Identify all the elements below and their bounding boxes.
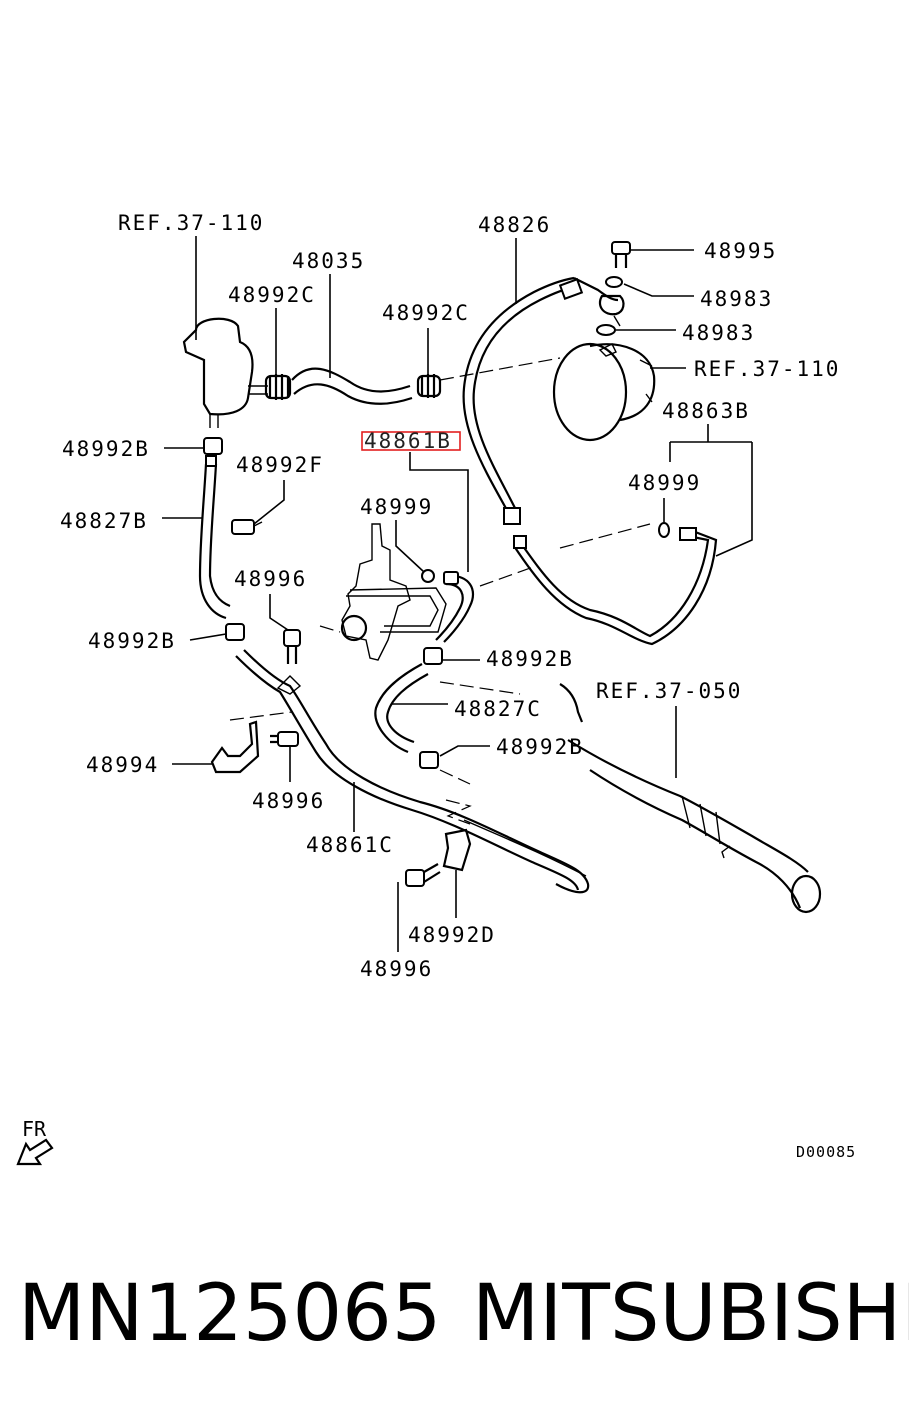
hose-48827b	[198, 455, 231, 620]
hose-48827c	[374, 663, 521, 754]
label-48035: 48035	[292, 249, 365, 273]
bolt-48996-bottom	[405, 863, 441, 887]
label-48992c-left: 48992C	[228, 283, 316, 307]
label-48996-bottom: 48996	[360, 957, 433, 981]
leader-lines	[162, 236, 753, 952]
label-48861c: 48861C	[306, 833, 394, 857]
front-label: FR	[22, 1117, 47, 1141]
oil-pump	[552, 342, 656, 442]
label-48983-a: 48983	[700, 287, 773, 311]
label-48826: 48826	[478, 213, 551, 237]
callouts: REF.37-110 48035 48992C 48992C 48826 489…	[60, 211, 840, 981]
clamp-48992c-right	[416, 374, 442, 398]
union-fitting	[598, 294, 625, 327]
reservoir-tank	[182, 317, 268, 428]
tube-48861c-clip	[276, 675, 302, 695]
label-48994: 48994	[86, 753, 159, 777]
washer-48983-a	[605, 276, 623, 288]
tube-48863b	[513, 523, 718, 646]
bolt-48995	[611, 241, 631, 268]
clamp-48992b-mid-right	[423, 647, 443, 665]
footer-brand: MITSUBISHI	[472, 1269, 909, 1359]
washer-48983-b	[596, 324, 616, 336]
clamp-48992b-lower	[419, 751, 471, 785]
label-48992f: 48992F	[236, 453, 324, 477]
front-arrow-icon	[16, 1138, 54, 1166]
label-48999-right: 48999	[628, 471, 701, 495]
label-48992c-right: 48992C	[382, 301, 470, 325]
label-48995: 48995	[704, 239, 777, 263]
steering-rack	[559, 683, 822, 914]
label-48999-mid: 48999	[360, 495, 433, 519]
oring-48999-right	[658, 522, 670, 538]
gear-box	[319, 523, 447, 661]
clip-48992d	[442, 828, 472, 872]
hose-48826	[462, 276, 619, 525]
clamp-48992b-top	[203, 437, 223, 455]
bracket-48994	[210, 711, 293, 774]
clamp-48992f	[231, 519, 263, 535]
label-ref-37-050: REF.37-050	[596, 679, 742, 703]
label-48861b: 48861B	[364, 429, 452, 453]
hose-48035	[291, 357, 561, 405]
tube-48861b	[435, 565, 537, 643]
clamp-48992c-left	[264, 374, 292, 400]
label-48996-upper: 48996	[234, 567, 307, 591]
label-ref-37-110-top: REF.37-110	[118, 211, 264, 235]
footer-part-number: MN125065	[18, 1269, 441, 1359]
diagram-code: D00085	[796, 1143, 856, 1161]
label-48992b-lower: 48992B	[496, 735, 584, 759]
label-48992b-mid-left: 48992B	[88, 629, 176, 653]
bolt-48996-lower	[270, 731, 299, 747]
label-48863b: 48863B	[662, 399, 750, 423]
label-ref-37-110-right: REF.37-110	[694, 357, 840, 381]
front-indicator: FR	[16, 1117, 54, 1166]
label-48992b-top: 48992B	[62, 437, 150, 461]
clamp-48992b-mid-left	[225, 623, 245, 641]
label-48827b: 48827B	[60, 509, 148, 533]
tube-48861c	[235, 649, 590, 894]
bolt-48996-upper	[283, 629, 301, 664]
label-48992b-mid-right: 48992B	[486, 647, 574, 671]
label-48827c: 48827C	[454, 697, 542, 721]
label-48996-lower: 48996	[252, 789, 325, 813]
highlight-box-48861b	[361, 431, 461, 451]
oring-48999-mid	[421, 569, 435, 583]
label-48983-b: 48983	[682, 321, 755, 345]
label-48992d: 48992D	[408, 923, 496, 947]
